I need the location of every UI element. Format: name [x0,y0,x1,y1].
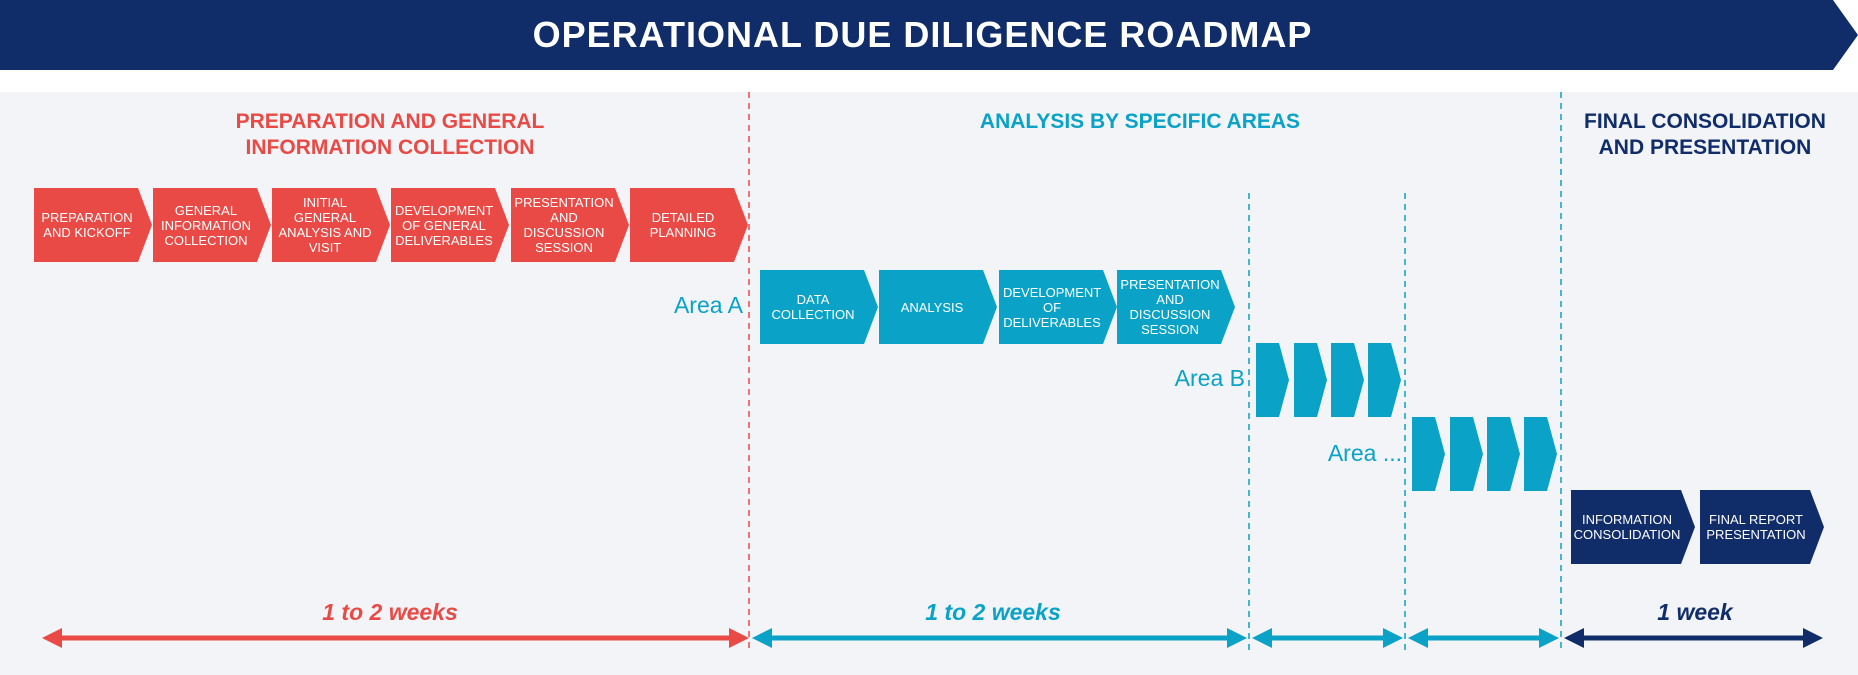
phase-3-duration: 1 week [1657,599,1733,625]
step-data-collection: DATA COLLECTION [760,270,878,344]
area-c-arrow [1408,628,1559,648]
step-preparation-and-kickoff: PREPARATION AND KICKOFF [34,188,152,262]
phase-1-arrow [42,628,749,648]
area-b-label: Area B [1174,365,1245,391]
phase-3-title: FINAL CONSOLIDATION AND PRESENTATION [1584,110,1826,159]
area-a-arrow [752,628,1247,648]
area-c-label: Area ... [1327,440,1402,466]
area-a-label: Area A [673,292,743,318]
title-banner [0,0,1858,70]
phase-1-duration: 1 to 2 weeks [322,599,458,625]
step-initial-general-analysis: INITIAL GENERAL ANALYSIS AND VISIT [272,188,390,262]
step-development-of-deliverables: DEVELOPMENT OF DELIVERABLES [999,270,1117,344]
step-final-report-presentation: FINAL REPORT PRESENTATION [1700,490,1824,564]
page-title: OPERATIONAL DUE DILIGENCE ROADMAP [532,14,1313,55]
step-presentation-and-discussion: PRESENTATION AND DISCUSSION SESSION [511,188,629,262]
phase-2-duration: 1 to 2 weeks [925,599,1061,625]
step-analysis: ANALYSIS [879,270,997,344]
step-general-information-collection: GENERAL INFORMATION COLLECTION [153,188,271,262]
step-area-a-presentation: PRESENTATION AND DISCUSSION SESSION [1117,270,1235,344]
step-information-consolidation: INFORMATION CONSOLIDATION [1571,490,1695,564]
phase-3-arrow [1564,628,1823,648]
phase-1-title: PREPARATION AND GENERAL INFORMATION COLL… [235,110,545,159]
area-b-arrow [1252,628,1403,648]
step-detailed-planning: DETAILED PLANNING [630,188,748,262]
title-banner-shape [0,0,1858,70]
step-development-of-general-deliverables: DEVELOPMENT OF GENERAL DELIVERABLES [391,188,509,262]
phase-2-title: ANALYSIS BY SPECIFIC AREAS [979,110,1301,133]
